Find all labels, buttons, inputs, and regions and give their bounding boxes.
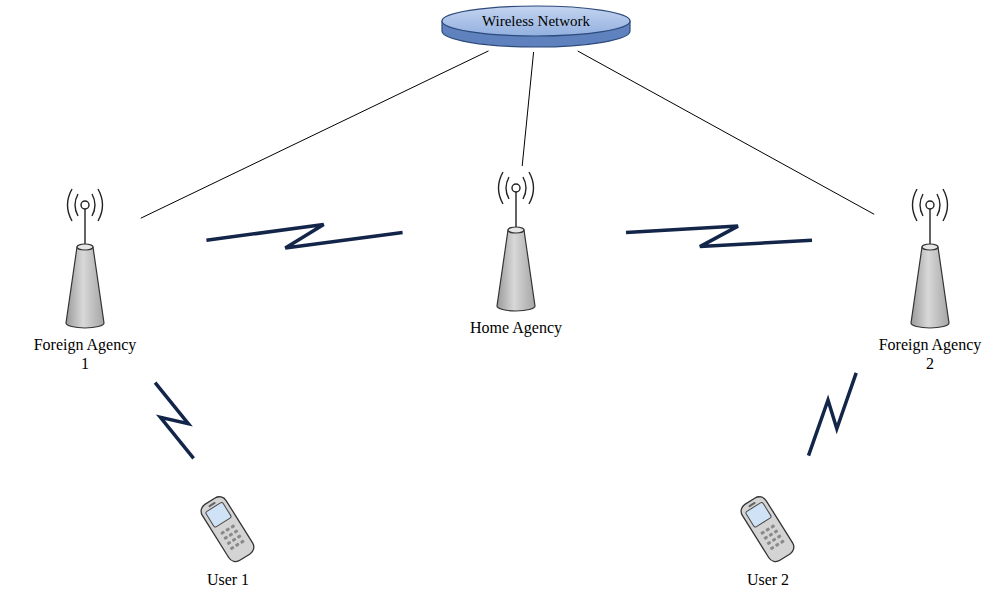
user-phone: User 2 <box>733 490 803 589</box>
wireless-link-bolt <box>809 373 857 456</box>
node-label: User 1 <box>207 570 249 589</box>
wireless-link-bolt <box>155 383 194 459</box>
antenna-tower-icon <box>50 185 120 335</box>
user-phone: User 1 <box>193 490 263 589</box>
network-label: Wireless Network <box>440 5 632 37</box>
wireless-link-bolt <box>206 225 402 249</box>
antenna-tower-icon <box>895 185 965 335</box>
network-line <box>522 52 533 166</box>
agency-tower: Foreign Agency 1 <box>31 185 139 373</box>
antenna-tower-icon <box>481 168 551 318</box>
network-line <box>141 51 489 218</box>
agency-tower: Foreign Agency 2 <box>876 185 984 373</box>
network-disc: Wireless Network <box>440 4 632 50</box>
agency-tower: Home Agency <box>470 168 562 337</box>
node-label: Home Agency <box>470 318 562 337</box>
wireless-link-bolt <box>626 226 812 247</box>
network-line <box>578 51 875 214</box>
node-label: Foreign Agency 2 <box>876 335 984 373</box>
mobile-phone-icon <box>193 490 263 570</box>
node-label: User 2 <box>747 570 789 589</box>
node-label: Foreign Agency 1 <box>31 335 139 373</box>
mobile-phone-icon <box>733 490 803 570</box>
